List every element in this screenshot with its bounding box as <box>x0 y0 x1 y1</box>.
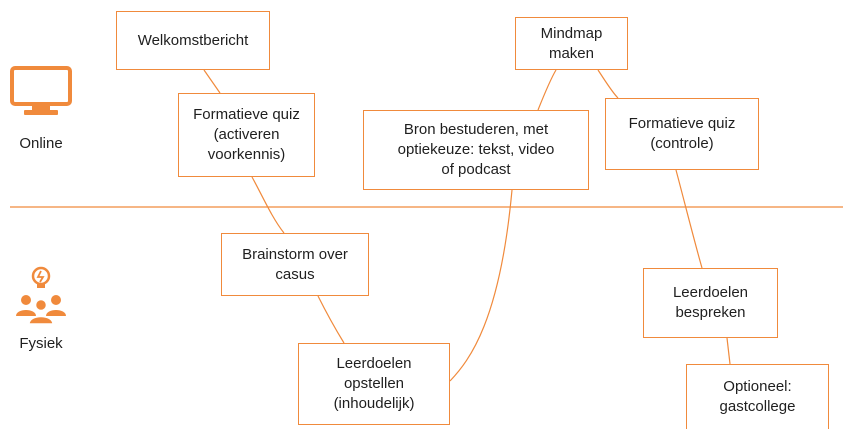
step-brainstorm: Brainstorm over casus <box>221 233 369 296</box>
step-mindmap-maken: Mindmap maken <box>515 17 628 70</box>
connector-quiz-brainstorm <box>251 176 285 234</box>
step-optioneel-gastcollege: Optioneel: gastcollege <box>686 364 829 429</box>
connector-leerdoelen-bron <box>449 189 513 382</box>
connector-welkom-quiz <box>203 69 221 94</box>
connector-bespreken-gastcollege <box>726 337 731 365</box>
lane-label-online: Online <box>19 135 63 152</box>
step-leerdoelen-bespreken: Leerdoelen bespreken <box>643 268 778 338</box>
step-formatieve-quiz-controle: Formatieve quiz (controle) <box>605 98 759 170</box>
step-formatieve-quiz-activeren: Formatieve quiz (activeren voorkennis) <box>178 93 315 177</box>
group-idea-icon <box>16 266 66 325</box>
monitor-icon <box>10 66 72 115</box>
step-welkomstbericht: Welkomstbericht <box>116 11 270 70</box>
step-leerdoelen-opstellen: Leerdoelen opstellen (inhoudelijk) <box>298 343 450 425</box>
lane-label-fysiek: Fysiek <box>19 335 63 352</box>
connector-brainstorm-leerdoelen <box>317 295 345 344</box>
connector-mindmap-quiz <box>597 69 619 99</box>
connector-bron-mindmap <box>537 69 557 111</box>
connector-quiz-bespreken <box>675 169 703 269</box>
step-bron-bestuderen: Bron bestuderen, met optiekeuze: tekst, … <box>363 110 589 190</box>
